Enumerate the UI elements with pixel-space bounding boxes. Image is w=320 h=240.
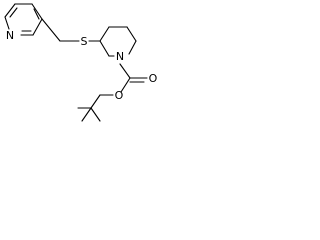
piperidine-nitrogen-label: N <box>116 50 124 63</box>
piperidine-ring <box>99 26 137 57</box>
bond <box>4 16 10 30</box>
bond <box>126 26 137 42</box>
molecule-drawing: N S N O O <box>4 3 158 122</box>
ester-oxygen-label: O <box>115 89 124 102</box>
carbonyl-oxygen-label: O <box>149 72 158 85</box>
double-bond <box>33 8 40 20</box>
bond <box>32 18 43 36</box>
bond <box>128 40 137 55</box>
bond <box>31 3 43 20</box>
bond <box>90 94 101 109</box>
bond <box>99 40 110 57</box>
bond <box>90 107 101 122</box>
chemical-structure-canvas: N S N O O <box>0 0 177 122</box>
bond <box>4 3 16 18</box>
pyridine-ring <box>4 3 43 36</box>
bond <box>119 63 131 79</box>
bond <box>81 107 92 122</box>
bond <box>99 26 110 42</box>
double-bond <box>9 7 18 18</box>
bond <box>120 77 131 93</box>
bond <box>41 18 61 42</box>
sulfur-label: S <box>81 35 88 48</box>
pyridine-nitrogen-label: N <box>6 29 14 42</box>
